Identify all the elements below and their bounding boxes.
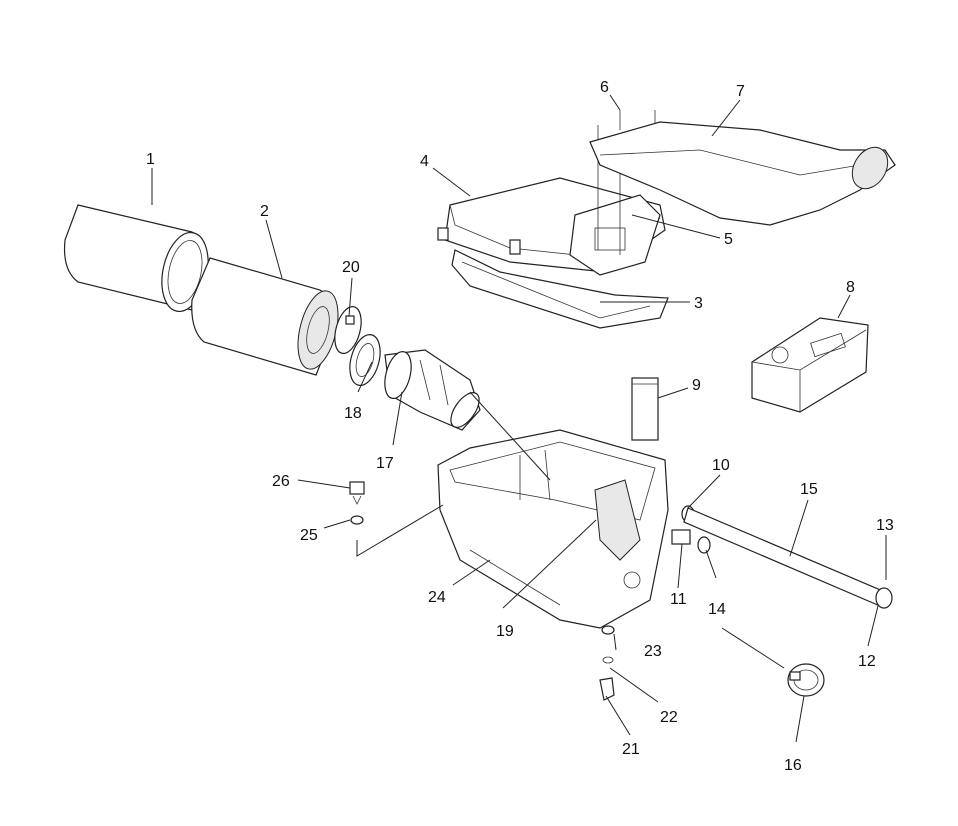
callout-13: 13 — [876, 517, 894, 534]
part-24-airbox-housing — [437, 429, 669, 629]
callout-10: 10 — [712, 457, 730, 474]
callout-18: 18 — [344, 405, 362, 422]
part-9-foam-insert — [631, 377, 659, 441]
part-12-tube-end — [875, 587, 893, 609]
part-25-washer — [350, 515, 364, 525]
callout-25: 25 — [300, 527, 318, 544]
callout-24: 24 — [428, 589, 446, 606]
callout-19: 19 — [496, 623, 514, 640]
part-17-intake-boot — [384, 349, 481, 431]
callout-9: 9 — [692, 377, 701, 394]
part-15-drain-tube — [683, 507, 886, 607]
part-18-coupler — [349, 334, 381, 386]
callout-7: 7 — [736, 83, 745, 100]
callout-8: 8 — [846, 279, 855, 296]
leader-lines — [151, 94, 887, 743]
callout-4: 4 — [420, 153, 429, 170]
part-26-nut — [349, 481, 365, 505]
callout-2: 2 — [260, 203, 269, 220]
callout-1: 1 — [146, 151, 155, 168]
callout-15: 15 — [800, 481, 818, 498]
part-20-clamp — [334, 306, 362, 354]
callout-23: 23 — [644, 643, 662, 660]
part-22-o-ring — [602, 656, 614, 664]
part-5-plate — [569, 194, 661, 276]
callout-6: 6 — [600, 79, 609, 96]
callout-5: 5 — [724, 231, 733, 248]
part-3-seal — [451, 249, 669, 329]
callout-22: 22 — [660, 709, 678, 726]
callout-3: 3 — [694, 295, 703, 312]
part-7-intake-duct — [589, 121, 896, 226]
callout-26: 26 — [272, 473, 290, 490]
callout-11: 11 — [670, 591, 687, 608]
callout-12: 12 — [858, 653, 876, 670]
part-21-drain-valve — [599, 677, 615, 701]
callout-21: 21 — [622, 741, 640, 758]
part-2-filter-element — [191, 257, 339, 376]
part-16-hose-clamp — [787, 663, 825, 697]
part-14-cap — [697, 536, 711, 554]
part-8-foam-block — [751, 317, 869, 413]
callout-16: 16 — [784, 757, 802, 774]
part-23-drain-port — [601, 625, 615, 635]
part-11-fitting — [671, 529, 691, 545]
callout-14: 14 — [708, 601, 726, 618]
callout-17: 17 — [376, 455, 394, 472]
callout-20: 20 — [342, 259, 360, 276]
